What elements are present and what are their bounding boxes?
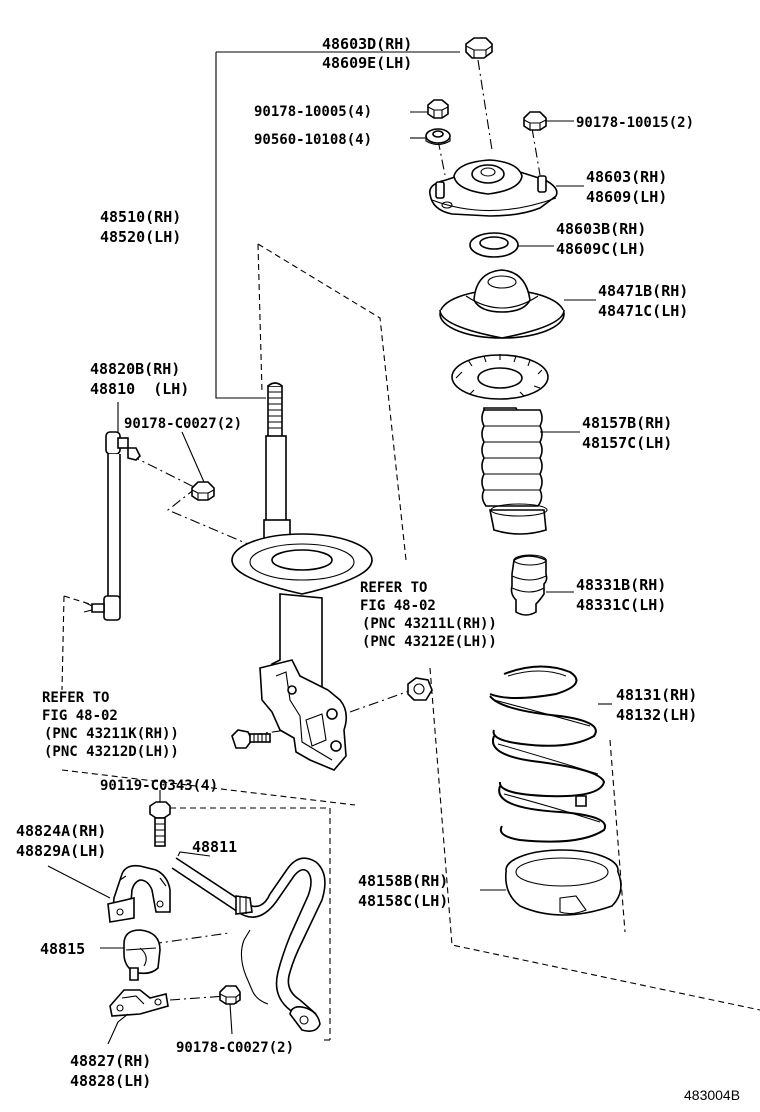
nut-10005-part: [427, 99, 449, 119]
stabilizer-link-part: [83, 431, 141, 621]
knuckle-bolt-part: [231, 729, 271, 749]
label-washer: 90560-10108(4): [254, 132, 372, 148]
refer-right-line2: FIG 48-02: [360, 598, 436, 614]
part-labels: 48603D(RH) 48609E(LH) 90178-10005(4) 905…: [16, 35, 740, 1103]
label-support-rh: 48603(RH): [586, 168, 667, 186]
stabilizer-bushing-part: [123, 929, 161, 981]
label-spring-rh: 48131(RH): [616, 686, 697, 704]
label-support-lh: 48609(LH): [586, 188, 667, 206]
refer-right-line3: (PNC 43211L(RH)): [362, 616, 497, 632]
label-boot-rh: 48157B(RH): [582, 414, 672, 432]
bearing-part: [469, 232, 519, 258]
coil-spring-part: [489, 665, 607, 843]
strut-support-part: [429, 159, 558, 217]
bump-stopper-part: [510, 554, 548, 616]
diagram-code: 483004B: [684, 1087, 740, 1103]
label-lower-bracket-lh: 48828(LH): [70, 1072, 151, 1090]
washer-part: [425, 128, 451, 146]
refer-left-line4: (PNC 43212D(LH)): [44, 744, 179, 760]
label-lower-bracket-rh: 48827(RH): [70, 1052, 151, 1070]
bracket-bolt-part: [149, 801, 171, 847]
label-strut-rh: 48510(RH): [100, 208, 181, 226]
refer-right-line4: (PNC 43212E(LH)): [362, 634, 497, 650]
nut-10015-part: [523, 111, 547, 131]
stabilizer-bracket-part: [107, 864, 171, 923]
refer-left-line3: (PNC 43211K(RH)): [44, 726, 179, 742]
label-bushing: 48815: [40, 940, 85, 958]
label-strut-lh: 48520(LH): [100, 228, 181, 246]
label-bracket-rh: 48824A(RH): [16, 822, 106, 840]
label-link-lh: 48810 (LH): [90, 380, 189, 398]
bottom-nut-part: [219, 985, 241, 1005]
link-nut-part: [191, 481, 215, 501]
label-upper-seat-lh: 48471C(LH): [598, 302, 688, 320]
upper-nut-part: [465, 37, 493, 59]
label-lower-insulator-rh: 48158B(RH): [358, 872, 448, 890]
label-bolt: 90119-C0343(4): [100, 778, 218, 794]
label-nut-10015: 90178-10015(2): [576, 115, 694, 131]
label-link-nut: 90178-C0027(2): [124, 416, 242, 432]
label-bracket-lh: 48829A(LH): [16, 842, 106, 860]
label-upper-seat-rh: 48471B(RH): [598, 282, 688, 300]
label-lower-insulator-lh: 48158C(LH): [358, 892, 448, 910]
assembly-outlines: [61, 59, 760, 1041]
label-bumper-rh: 48331B(RH): [576, 576, 666, 594]
upper-seat-part: [439, 269, 565, 339]
label-bearing-lh: 48609C(LH): [556, 240, 646, 258]
knuckle-nut-part: [407, 677, 433, 701]
label-upper-nut-lh: 48609E(LH): [322, 54, 412, 72]
label-link-rh: 48820B(RH): [90, 360, 180, 378]
label-upper-nut-rh: 48603D(RH): [322, 35, 412, 53]
refer-left-line2: FIG 48-02: [42, 708, 118, 724]
strut-assembly-part: [231, 382, 373, 771]
label-boot-lh: 48157C(LH): [582, 434, 672, 452]
lower-bracket-part: [109, 989, 169, 1017]
label-stabilizer-bar: 48811: [192, 838, 237, 856]
dust-boot-part: [451, 354, 549, 535]
lower-insulator-part: [504, 849, 622, 916]
refer-left-line1: REFER TO: [42, 690, 109, 706]
label-bearing-rh: 48603B(RH): [556, 220, 646, 238]
label-nut-10005: 90178-10005(4): [254, 104, 372, 120]
refer-right-line1: REFER TO: [360, 580, 427, 596]
label-spring-lh: 48132(LH): [616, 706, 697, 724]
leader-lines: [47, 51, 612, 1045]
label-bumper-lh: 48331C(LH): [576, 596, 666, 614]
label-bottom-nut: 90178-C0027(2): [176, 1040, 294, 1056]
stabilizer-bar-part: [171, 857, 326, 1032]
